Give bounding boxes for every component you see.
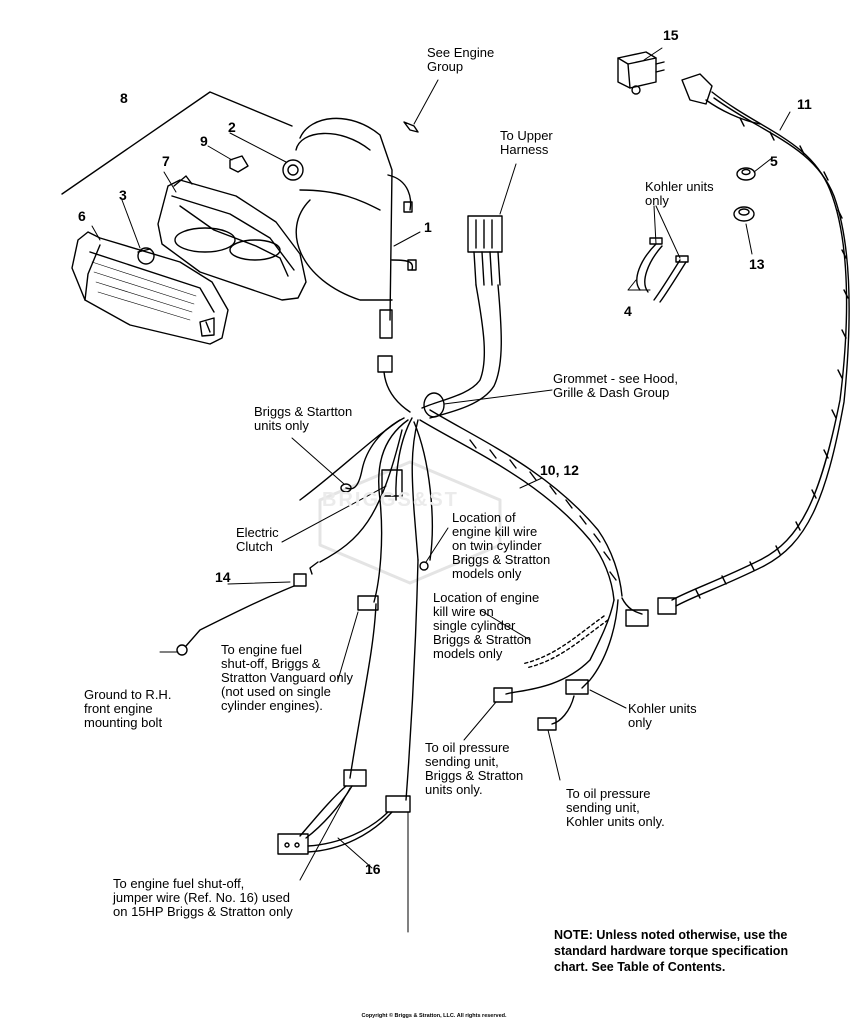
label-kill-wire-single: Location of engine kill wire on single c… xyxy=(433,590,540,661)
headlight-housing xyxy=(157,175,307,301)
label-kill-wire-twin: Location of engine kill wire on twin cyl… xyxy=(452,510,551,581)
callout-3: 3 xyxy=(119,187,127,203)
harness-branches xyxy=(176,355,433,801)
lamp-9 xyxy=(229,155,249,173)
callout-1: 1 xyxy=(424,219,432,235)
label-grommet: Grommet - see Hood, Grille & Dash Group xyxy=(553,371,678,400)
label-kohler-units-only-bottom: Kohler units only xyxy=(628,701,697,730)
label-briggs-units-only: Briggs & Startton units only xyxy=(254,404,353,433)
label-oil-pressure-briggs: To oil pressure sending unit, Briggs & S… xyxy=(425,740,524,797)
wire-ties-4 xyxy=(636,237,689,303)
callout-16: 16 xyxy=(365,861,381,877)
label-to-upper-harness: To Upper Harness xyxy=(500,128,553,157)
label-ground: Ground to R.H. front engine mounting bol… xyxy=(84,687,172,730)
label-oil-pressure-kohler: To oil pressure sending unit, Kohler uni… xyxy=(566,786,665,829)
socket-2 xyxy=(282,159,304,181)
grommet-5 xyxy=(736,167,756,181)
bracket-8 xyxy=(61,91,293,195)
watermark-text: BRIGGS&ST xyxy=(322,489,459,511)
bulb-3 xyxy=(137,247,155,265)
grommet-13 xyxy=(733,206,755,222)
callout-13: 13 xyxy=(749,256,765,272)
callout-14: 14 xyxy=(215,569,231,585)
label-fuel-shutoff-vanguard: To engine fuel shut-off, Briggs & Stratt… xyxy=(221,642,354,713)
kohler-harness-11 xyxy=(617,51,850,615)
main-harness xyxy=(419,215,649,731)
callout-10-12: 10, 12 xyxy=(540,462,579,478)
label-kohler-units-only-top: Kohler units only xyxy=(645,179,714,208)
copyright-text: Copyright © Briggs & Stratton, LLC. All … xyxy=(361,1013,507,1019)
callout-9: 9 xyxy=(200,133,208,149)
callout-4: 4 xyxy=(624,303,632,319)
callout-15: 15 xyxy=(663,27,679,43)
headlight-harness xyxy=(295,117,417,339)
engine-clip xyxy=(403,121,419,133)
torque-note: NOTE: Unless noted otherwise, use the st… xyxy=(554,928,789,974)
callout-11: 11 xyxy=(797,96,812,112)
jumper-wire-16 xyxy=(277,769,411,855)
label-electric-clutch: Electric Clutch xyxy=(236,525,279,554)
callout-8: 8 xyxy=(120,90,128,106)
callout-5: 5 xyxy=(770,153,778,169)
label-fuel-shutoff-jumper: To engine fuel shut-off, jumper wire (Re… xyxy=(113,876,293,919)
callout-6: 6 xyxy=(78,208,86,224)
callout-7: 7 xyxy=(162,153,170,169)
callout-2: 2 xyxy=(228,119,236,135)
watermark-logo xyxy=(318,460,502,585)
leader-lines xyxy=(91,47,791,933)
label-see-engine-group: See Engine Group xyxy=(427,45,495,74)
